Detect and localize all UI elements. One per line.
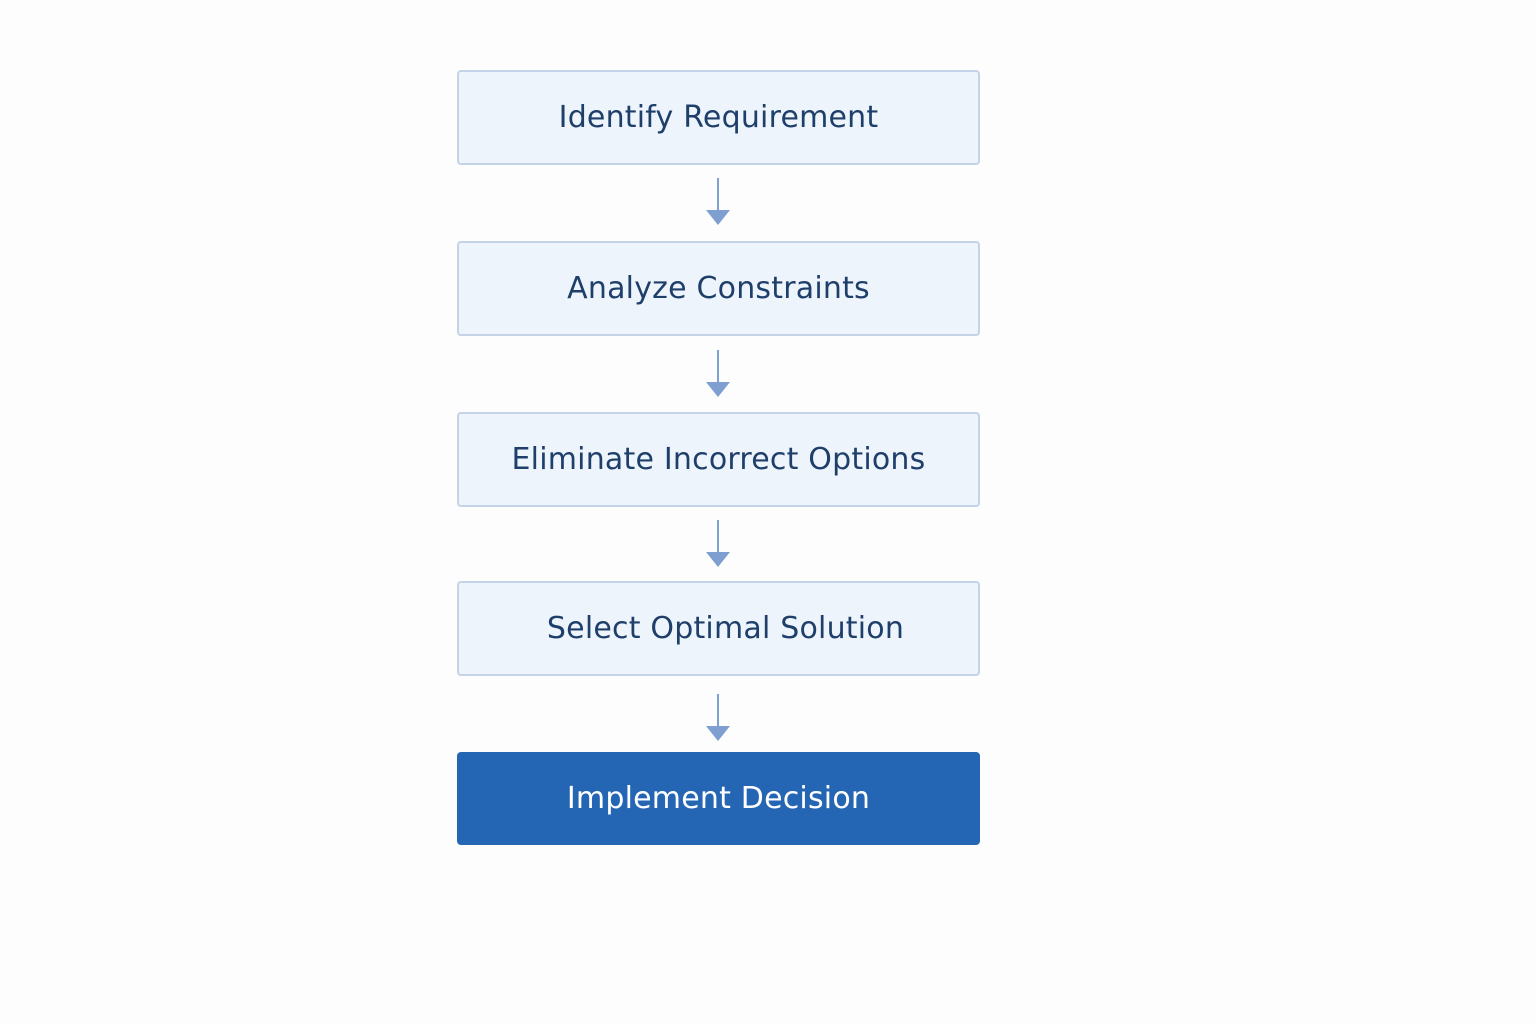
step-label: Implement Decision xyxy=(566,781,871,816)
down-arrow-icon xyxy=(704,350,732,398)
step-identify-requirement: Identify Requirement xyxy=(457,70,980,165)
step-label: Identify Requirement xyxy=(558,100,879,135)
step-implement-decision: Implement Decision xyxy=(457,752,980,845)
down-arrow-icon xyxy=(704,178,732,226)
step-analyze-constraints: Analyze Constraints xyxy=(457,241,980,336)
step-label: Analyze Constraints xyxy=(567,271,870,306)
down-arrow-icon xyxy=(704,694,732,742)
step-select-optimal-solution: Select Optimal Solution xyxy=(457,581,980,676)
step-label: Select Optimal Solution xyxy=(546,611,905,646)
step-label: Eliminate Incorrect Options xyxy=(511,442,926,477)
down-arrow-icon xyxy=(704,520,732,568)
step-eliminate-incorrect-options: Eliminate Incorrect Options xyxy=(457,412,980,507)
